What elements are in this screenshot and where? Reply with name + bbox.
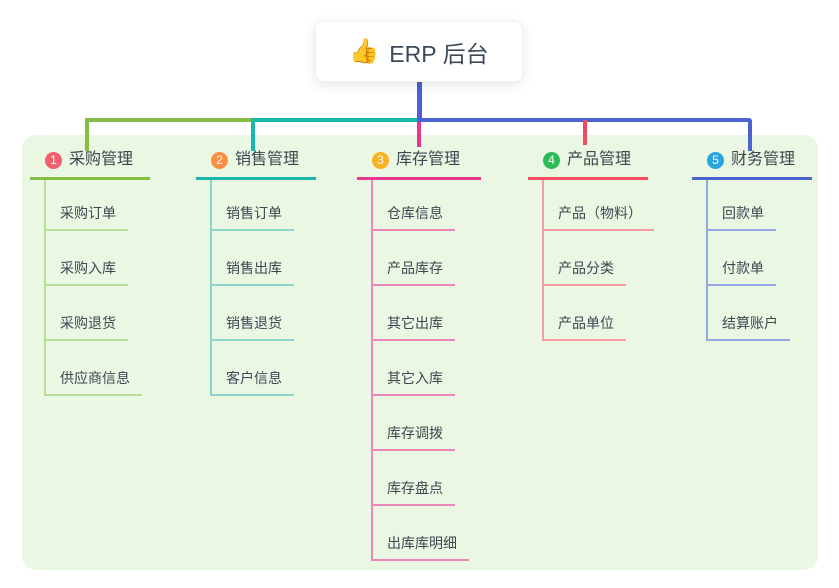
child-node[interactable]: 其它出库 (371, 286, 481, 341)
child-node[interactable]: 采购入库 (44, 231, 150, 286)
child-label: 库存调拨 (373, 426, 455, 451)
branch-title: 产品管理 (567, 151, 632, 168)
child-node[interactable]: 仓库信息 (371, 180, 481, 231)
child-node[interactable]: 产品（物料） (542, 180, 654, 231)
child-label: 结算账户 (708, 316, 790, 341)
child-node[interactable]: 客户信息 (210, 341, 316, 396)
branch-title: 财务管理 (731, 151, 796, 168)
child-node[interactable]: 回款单 (706, 180, 812, 231)
child-node[interactable]: 其它入库 (371, 341, 481, 396)
child-node[interactable]: 出库库明细 (371, 506, 481, 561)
child-node[interactable]: 产品分类 (542, 231, 654, 286)
connector-drop-procurement (85, 118, 89, 151)
child-node[interactable]: 结算账户 (706, 286, 812, 341)
branch-number-badge: 3 (372, 151, 389, 169)
child-label: 采购入库 (46, 261, 128, 286)
root-node-label: ERP 后台 (389, 40, 489, 67)
child-label: 采购退货 (46, 316, 128, 341)
child-node[interactable]: 销售退货 (210, 286, 316, 341)
branch-children-procurement: 采购订单 采购入库 采购退货 供应商信息 (44, 180, 150, 396)
child-node[interactable]: 产品单位 (542, 286, 654, 341)
branch-children-product: 产品（物料） 产品分类 产品单位 (542, 180, 654, 341)
branches-background-panel (22, 135, 818, 570)
child-node[interactable]: 付款单 (706, 231, 812, 286)
child-label: 出库库明细 (373, 536, 469, 561)
connector-drop-inventory (417, 122, 421, 147)
branch-header-sales[interactable]: 2 销售管理 (196, 150, 316, 180)
branch-title: 库存管理 (396, 151, 461, 168)
branch-inventory: 3 库存管理 仓库信息 产品库存 其它出库 其它入库 库存调拨 库存盘点 出库库… (357, 150, 481, 561)
branch-header-product[interactable]: 4 产品管理 (528, 150, 648, 180)
root-node[interactable]: 👍 ERP 后台 (315, 21, 523, 82)
branch-finance: 5 财务管理 回款单 付款单 结算账户 (692, 150, 812, 341)
branch-number-badge: 5 (707, 151, 724, 169)
connector-horizontal-green (85, 118, 253, 122)
branch-title: 销售管理 (235, 151, 300, 168)
child-label: 供应商信息 (46, 371, 142, 396)
branch-number-badge: 1 (45, 151, 62, 169)
child-label: 回款单 (708, 206, 776, 231)
child-label: 产品分类 (544, 261, 626, 286)
child-node[interactable]: 库存盘点 (371, 451, 481, 506)
child-label: 采购订单 (46, 206, 128, 231)
child-label: 付款单 (708, 261, 776, 286)
branch-procurement: 1 采购管理 采购订单 采购入库 采购退货 供应商信息 (30, 150, 150, 396)
child-node[interactable]: 库存调拨 (371, 396, 481, 451)
connector-drop-sales (251, 118, 255, 151)
child-label: 产品单位 (544, 316, 626, 341)
connector-horizontal-teal (251, 118, 419, 122)
child-label: 销售订单 (212, 206, 294, 231)
child-label: 其它出库 (373, 316, 455, 341)
child-label: 产品库存 (373, 261, 455, 286)
child-label: 仓库信息 (373, 206, 455, 231)
child-label: 其它入库 (373, 371, 455, 396)
child-node[interactable]: 销售订单 (210, 180, 316, 231)
child-node[interactable]: 采购订单 (44, 180, 150, 231)
child-label: 库存盘点 (373, 481, 455, 506)
child-node[interactable]: 采购退货 (44, 286, 150, 341)
connector-drop-finance (748, 120, 752, 151)
child-label: 销售出库 (212, 261, 294, 286)
thumbs-up-icon: 👍 (349, 37, 380, 65)
branch-sales: 2 销售管理 销售订单 销售出库 销售退货 客户信息 (196, 150, 316, 396)
child-label: 客户信息 (212, 371, 294, 396)
branch-title: 采购管理 (69, 151, 134, 168)
branch-number-badge: 4 (543, 151, 560, 169)
child-node[interactable]: 产品库存 (371, 231, 481, 286)
branch-header-inventory[interactable]: 3 库存管理 (357, 150, 481, 180)
branch-children-sales: 销售订单 销售出库 销售退货 客户信息 (210, 180, 316, 396)
branch-header-finance[interactable]: 5 财务管理 (692, 150, 812, 180)
child-label: 销售退货 (212, 316, 294, 341)
connector-root-vertical (417, 82, 422, 120)
child-node[interactable]: 销售出库 (210, 231, 316, 286)
branch-number-badge: 2 (211, 151, 228, 169)
connector-drop-product (583, 120, 587, 145)
branch-header-procurement[interactable]: 1 采购管理 (30, 150, 150, 180)
child-node[interactable]: 供应商信息 (44, 341, 150, 396)
branch-children-inventory: 仓库信息 产品库存 其它出库 其它入库 库存调拨 库存盘点 出库库明细 (371, 180, 481, 561)
branch-children-finance: 回款单 付款单 结算账户 (706, 180, 812, 341)
child-label: 产品（物料） (544, 206, 654, 231)
branch-product: 4 产品管理 产品（物料） 产品分类 产品单位 (528, 150, 654, 341)
